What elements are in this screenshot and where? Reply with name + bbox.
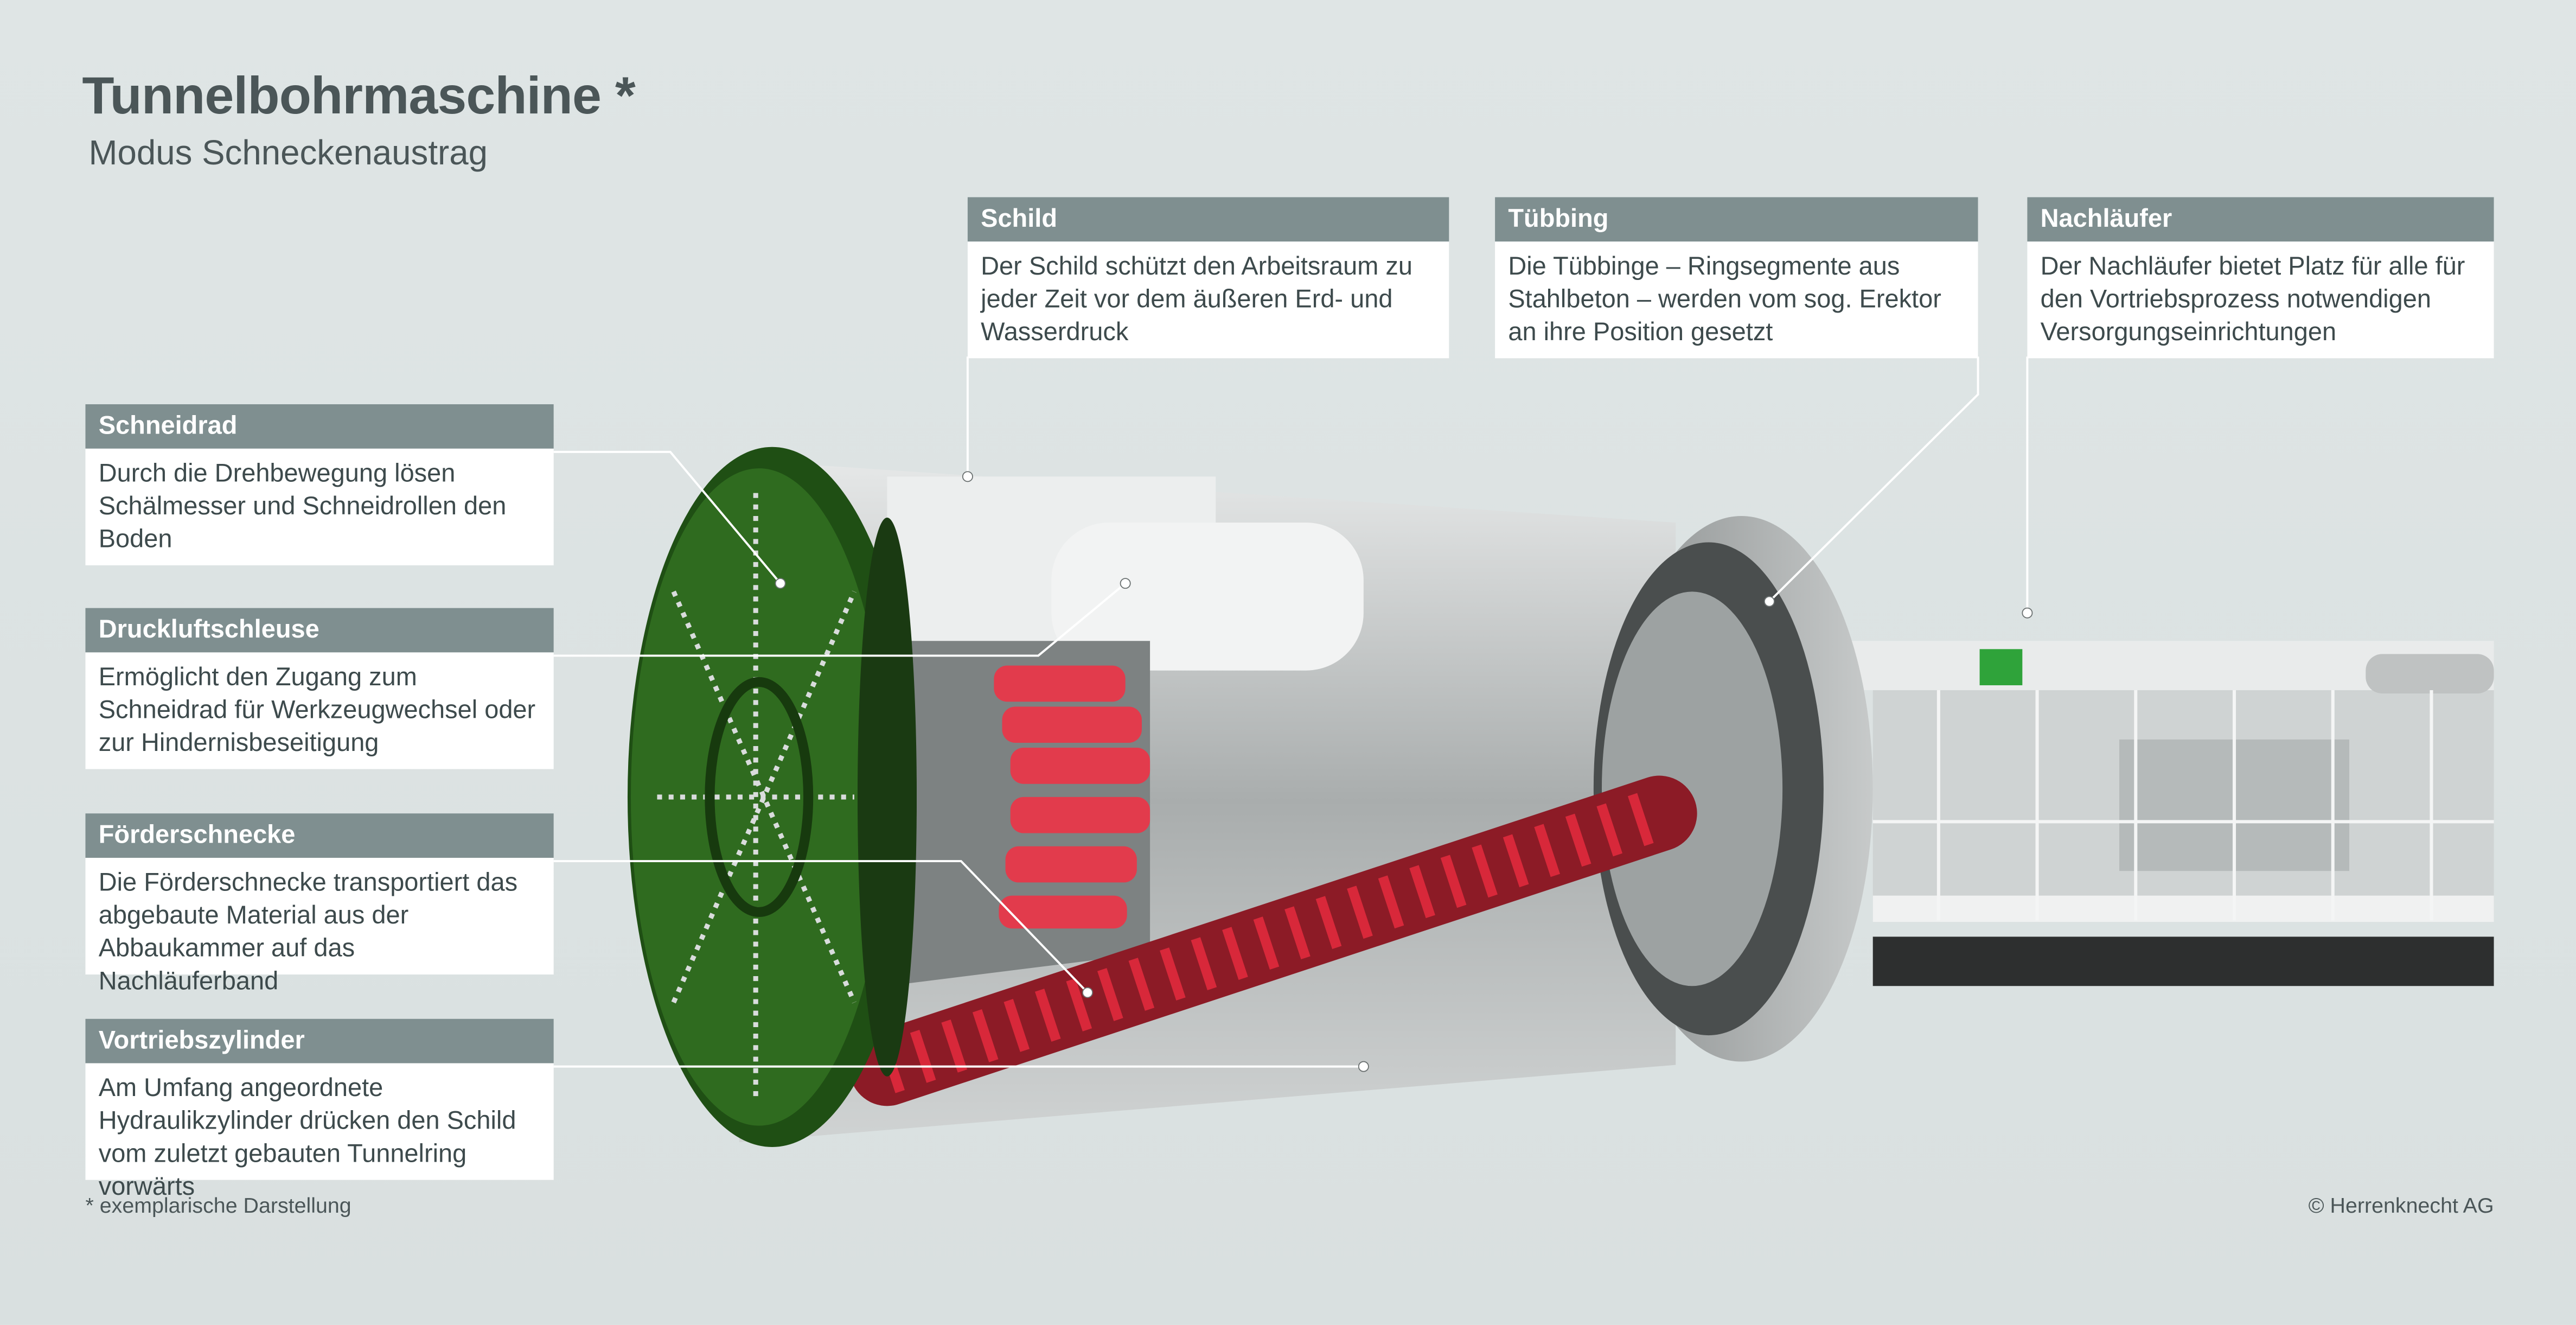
callout-vortriebszylinder: Vortriebszylinder Am Umfang angeordnete … (85, 1018, 554, 1201)
callout-druckluftschleuse: Druckluftschleuse Ermöglicht den Zugang … (85, 608, 554, 769)
callout-text: Der Schild schützt den Arbeitsraum zu je… (967, 241, 1449, 359)
backup-gantry (1840, 641, 2494, 986)
callout-text: Durch die Drehbewegung lösen Schälmesser… (85, 448, 554, 565)
leader-dots (775, 471, 2033, 1072)
callout-title: Vortriebszylinder (85, 1018, 554, 1063)
callout-text: Der Nachläufer bietet Platz für alle für… (2027, 241, 2494, 359)
callout-title: Schild (967, 197, 1449, 242)
callout-text: Die Tübbinge – Ringsegmente aus Stahlbet… (1495, 241, 1978, 359)
callout-nachlaeufer: Nachläufer Der Nachläufer bietet Platz f… (2027, 197, 2494, 359)
callout-title: Tübbing (1495, 197, 1978, 242)
callout-title: Druckluftschleuse (85, 608, 554, 653)
page-subtitle: Modus Schneckenaustrag (88, 135, 488, 173)
copyright: © Herrenknecht AG (2308, 1193, 2494, 1218)
callout-title: Förderschnecke (85, 813, 554, 858)
callout-title: Nachläufer (2027, 197, 2494, 242)
callout-schneidrad: Schneidrad Durch die Drehbewegung lösen … (85, 404, 554, 565)
callout-text: Ermöglicht den Zugang zum Schneidrad für… (85, 652, 554, 769)
callout-schild: Schild Der Schild schützt den Arbeitsrau… (967, 197, 1449, 359)
page-title: Tunnelbohrmaschine * (82, 66, 635, 126)
screw-conveyor (849, 775, 1697, 1106)
callout-text: Die Förderschnecke transportiert das abg… (85, 857, 554, 996)
callout-text: Am Umfang angeordnete Hydraulikzylinder … (85, 1063, 554, 1201)
title-asterisk: * (615, 66, 636, 125)
title-text: Tunnelbohrmaschine (82, 66, 601, 125)
thrust-cylinders (994, 665, 1150, 929)
callout-foerderschnecke: Förderschnecke Die Förderschnecke transp… (85, 813, 554, 996)
leader-lines (553, 356, 2029, 1068)
callout-tuebbing: Tübbing Die Tübbinge – Ringsegmente aus … (1495, 197, 1978, 359)
callout-title: Schneidrad (85, 404, 554, 449)
footnote: * exemplarische Darstellung (85, 1193, 351, 1218)
cutterhead (627, 447, 917, 1148)
